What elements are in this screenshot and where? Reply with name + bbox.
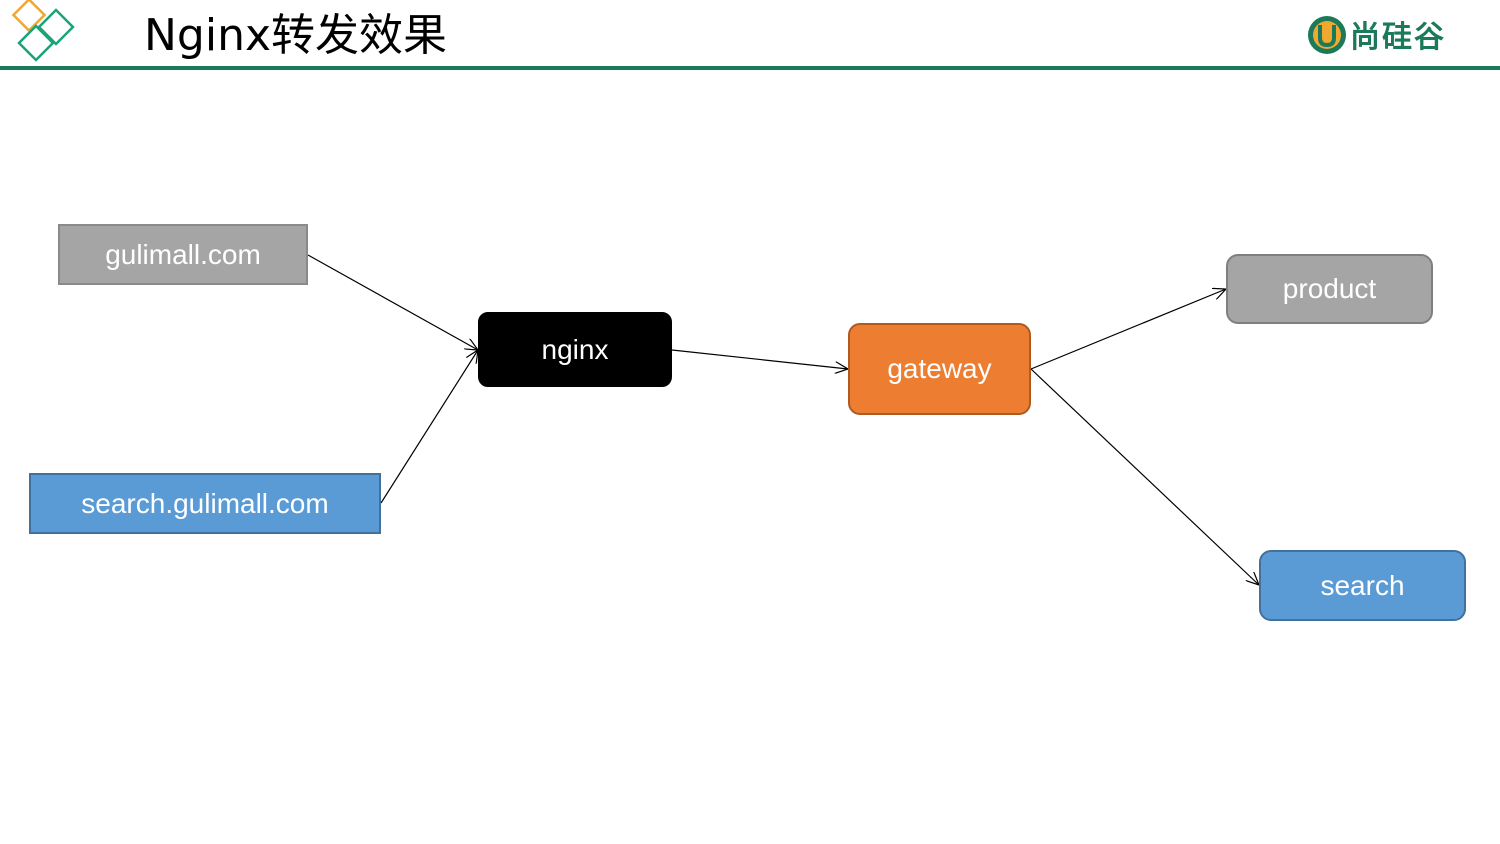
page-title: Nginx转发效果 <box>144 10 447 61</box>
header-divider <box>0 66 1500 70</box>
edge-gulimall-to-nginx <box>307 254 478 350</box>
node-gulimall-domain: gulimall.com <box>58 224 308 285</box>
edge-nginx-to-gateway <box>671 349 848 369</box>
edge-search-domain-to-nginx <box>380 350 478 504</box>
node-search-domain: search.gulimall.com <box>29 473 381 534</box>
node-product-label: product <box>1282 273 1377 304</box>
node-gateway-label: gateway <box>887 353 992 384</box>
node-nginx: nginx <box>478 312 672 387</box>
brand-name: 尚硅谷 <box>1350 20 1446 55</box>
diamond-logo-icon <box>11 0 75 62</box>
edge-gateway-to-product <box>1030 289 1226 370</box>
node-search-label: search <box>1320 569 1405 601</box>
node-search-service: search <box>1259 550 1466 621</box>
brand-u-icon <box>1308 16 1346 54</box>
node-gulimall-label: gulimall.com <box>105 238 261 270</box>
brand-logo: 尚硅谷 <box>1306 12 1446 56</box>
node-nginx-label: nginx <box>541 333 609 365</box>
edge-gateway-to-search <box>1030 368 1259 585</box>
node-search-domain-label: search.gulimall.com <box>81 487 329 519</box>
node-gateway: gateway <box>848 323 1031 415</box>
node-product: product <box>1226 254 1433 324</box>
